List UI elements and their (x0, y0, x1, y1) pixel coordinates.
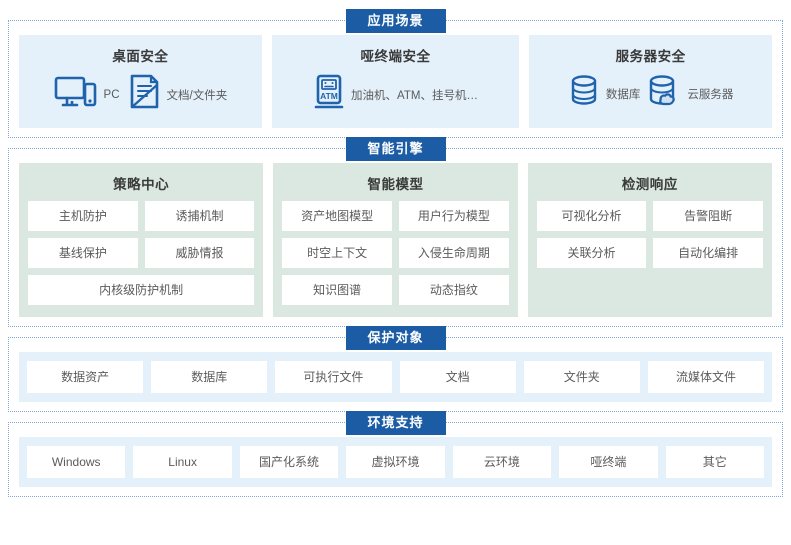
svg-text:ATM: ATM (320, 91, 338, 101)
engine-chip[interactable]: 知识图谱 (282, 275, 392, 305)
protected-objects-row: 数据资产 数据库 可执行文件 文档 文件夹 流媒体文件 (19, 352, 772, 402)
section-badge-intelligent-engine: 智能引擎 (345, 137, 446, 161)
engine-panel-intelligent-model[interactable]: 智能模型 资产地图模型 用户行为模型 时空上下文 入侵生命周期 知识图谱 动态指… (273, 163, 518, 317)
environment-chip[interactable]: 国产化系统 (239, 446, 339, 478)
desktop-pc-icon (54, 74, 98, 115)
document-folder-icon (127, 73, 161, 116)
engine-panel-title: 策略中心 (113, 177, 170, 192)
section-environment-support: 环境支持 Windows Linux 国产化系统 虚拟环境 云环境 哑终端 其它 (8, 411, 783, 497)
section-badge-protected-objects: 保护对象 (345, 326, 446, 350)
section-badge-environment-support: 环境支持 (345, 411, 446, 435)
scenario-item-label: 文档/文件夹 (166, 89, 228, 102)
atm-terminal-icon: ATM (313, 73, 345, 116)
environment-chip[interactable]: Linux (133, 446, 232, 478)
scenario-item-list: ATM 加油机、ATM、挂号机… (278, 73, 513, 116)
protected-object-chip[interactable]: 可执行文件 (275, 361, 392, 393)
architecture-diagram: 应用场景 桌面安全 (0, 9, 791, 545)
environment-support-row: Windows Linux 国产化系统 虚拟环境 云环境 哑终端 其它 (19, 437, 772, 487)
database-icon (568, 73, 600, 114)
scenario-card-dumb-terminal-security[interactable]: 哑终端安全 ATM (271, 35, 520, 128)
environment-chip[interactable]: 其它 (665, 446, 764, 478)
engine-chip[interactable]: 时空上下文 (282, 238, 392, 268)
environment-chip[interactable]: 虚拟环境 (346, 446, 445, 478)
section-badge-application-scenarios: 应用场景 (345, 9, 446, 33)
engine-chip[interactable]: 基线保护 (28, 238, 138, 268)
scenario-item-list: 数据库 云服务器 (535, 73, 766, 114)
engine-panel-title: 智能模型 (367, 177, 424, 192)
scenario-item-label: 加油机、ATM、挂号机… (351, 89, 478, 102)
protected-object-chip[interactable]: 文件夹 (523, 361, 640, 393)
protected-object-chip[interactable]: 数据资产 (27, 361, 144, 393)
engine-panel-policy-center[interactable]: 策略中心 主机防护 诱捕机制 基线保护 威胁情报 内核级防护机制 (19, 163, 264, 317)
engine-chip[interactable]: 自动化编排 (653, 238, 763, 268)
engine-chip[interactable]: 关联分析 (536, 238, 647, 268)
engine-chip-grid: 主机防护 诱捕机制 基线保护 威胁情报 内核级防护机制 (28, 201, 255, 305)
protected-object-chip[interactable]: 文档 (399, 361, 516, 393)
engine-chip[interactable]: 动态指纹 (399, 275, 509, 305)
protected-object-chip[interactable]: 数据库 (151, 361, 268, 393)
engine-chip[interactable]: 主机防护 (28, 201, 138, 231)
scenario-item-label: 云服务器 (687, 88, 734, 101)
engine-panel-title: 检测响应 (621, 177, 678, 192)
section-protected-objects: 保护对象 数据资产 数据库 可执行文件 文档 文件夹 流媒体文件 (8, 326, 783, 412)
engine-chip[interactable]: 内核级防护机制 (28, 275, 255, 305)
scenario-card-title: 桌面安全 (112, 49, 169, 64)
scenario-card-row: 桌面安全 PC (19, 35, 772, 128)
scenario-item-document-folder[interactable]: 文档/文件夹 (127, 73, 228, 116)
scenario-item-database[interactable]: 数据库 (568, 73, 641, 114)
scenario-card-title: 服务器安全 (615, 49, 686, 64)
scenario-item-cloud-server[interactable]: 云服务器 (647, 73, 733, 114)
engine-chip-grid: 资产地图模型 用户行为模型 时空上下文 入侵生命周期 知识图谱 动态指纹 (282, 201, 509, 305)
environment-chip[interactable]: Windows (27, 446, 126, 478)
scenario-card-desktop-security[interactable]: 桌面安全 PC (19, 35, 262, 128)
engine-chip[interactable]: 入侵生命周期 (399, 238, 509, 268)
section-intelligent-engine: 智能引擎 策略中心 主机防护 诱捕机制 基线保护 威胁情报 内核级防护机制 智能… (8, 137, 783, 327)
scenario-item-list: PC 文档/文件夹 (25, 73, 256, 116)
engine-chip[interactable]: 可视化分析 (536, 201, 647, 231)
engine-panel-detection-response[interactable]: 检测响应 可视化分析 告警阻断 关联分析 自动化编排 (527, 163, 772, 317)
engine-chip[interactable]: 用户行为模型 (399, 201, 509, 231)
environment-chip[interactable]: 哑终端 (559, 446, 658, 478)
engine-chip[interactable]: 资产地图模型 (282, 201, 392, 231)
scenario-item-atm[interactable]: ATM 加油机、ATM、挂号机… (313, 73, 478, 116)
environment-chip[interactable]: 云环境 (452, 446, 552, 478)
section-application-scenarios: 应用场景 桌面安全 (8, 9, 783, 138)
scenario-card-server-security[interactable]: 服务器安全 数据库 (529, 35, 772, 128)
protected-object-chip[interactable]: 流媒体文件 (647, 361, 765, 393)
scenario-card-title: 哑终端安全 (360, 49, 431, 64)
engine-chip-grid: 可视化分析 告警阻断 关联分析 自动化编排 (536, 201, 763, 268)
scenario-item-pc[interactable]: PC (54, 74, 120, 115)
engine-panel-row: 策略中心 主机防护 诱捕机制 基线保护 威胁情报 内核级防护机制 智能模型 资产… (19, 163, 772, 317)
engine-chip[interactable]: 威胁情报 (144, 238, 255, 268)
cloud-server-icon (647, 73, 681, 114)
scenario-item-label: 数据库 (605, 88, 641, 101)
engine-chip[interactable]: 告警阻断 (653, 201, 763, 231)
engine-chip[interactable]: 诱捕机制 (144, 201, 255, 231)
scenario-item-label: PC (103, 88, 120, 101)
